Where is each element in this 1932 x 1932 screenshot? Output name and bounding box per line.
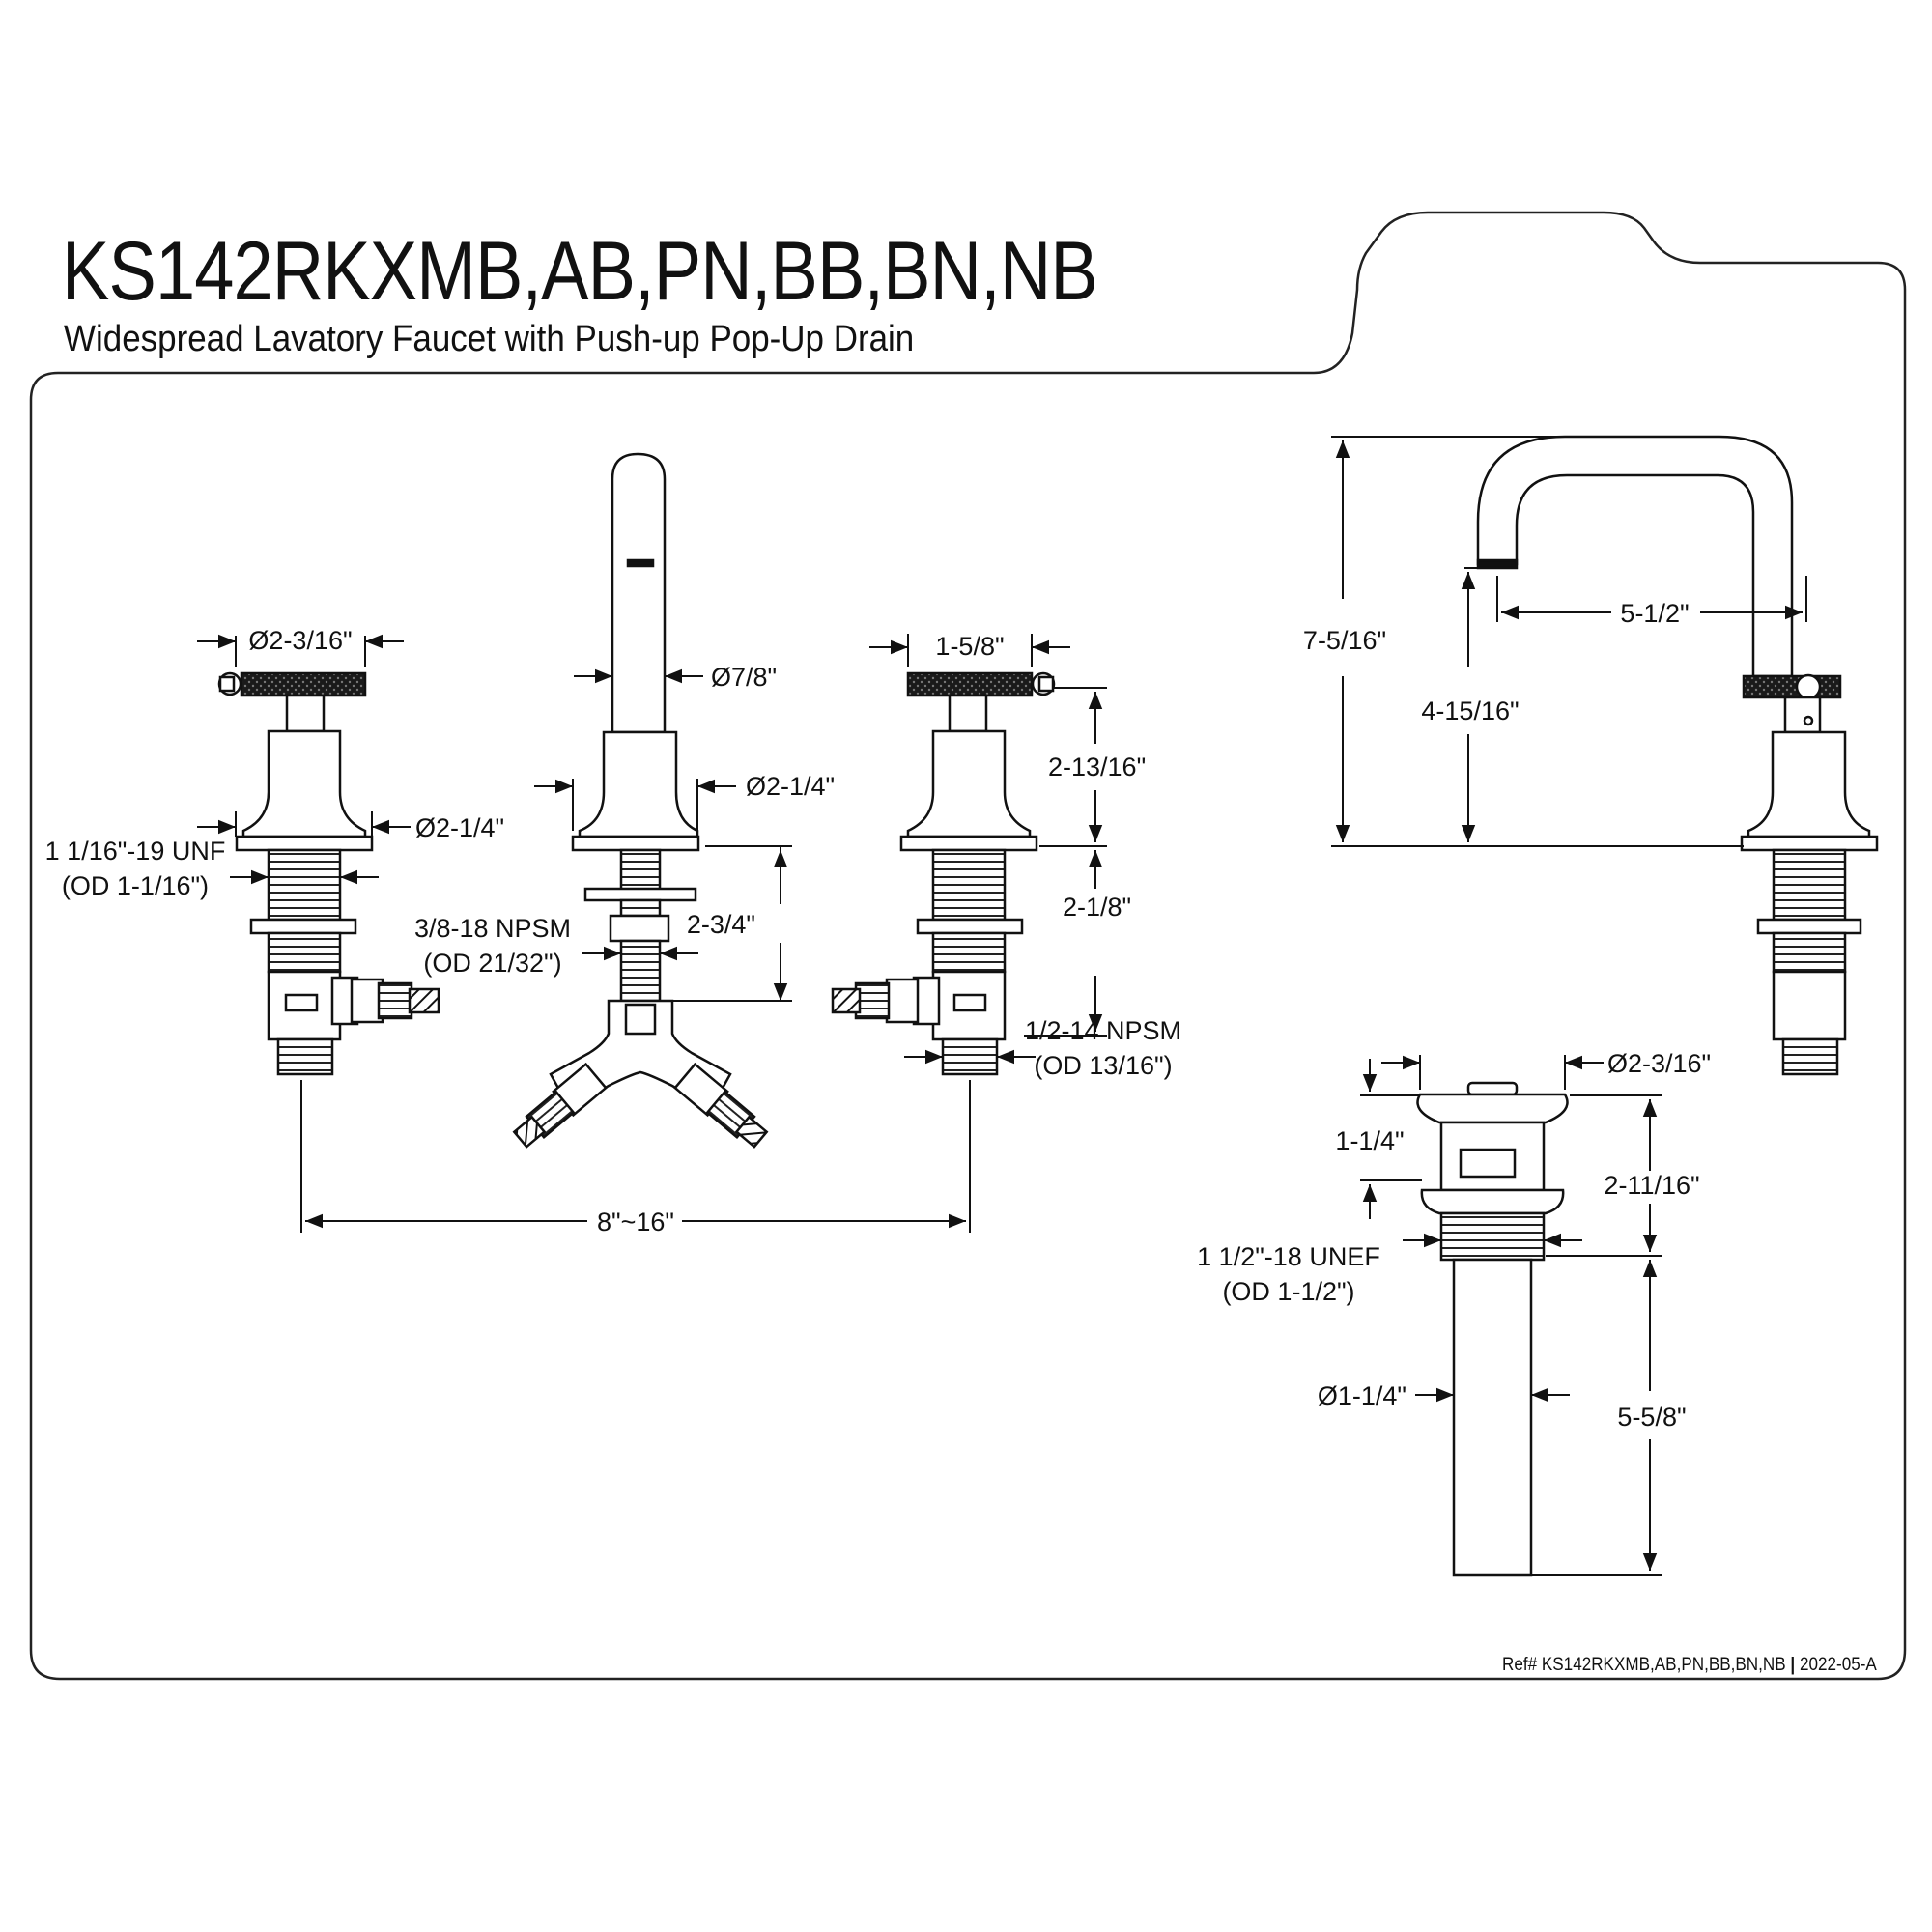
dim-left-thread-od: (OD 1-1/16") bbox=[62, 871, 209, 900]
dim-left-flange-dia: Ø2-1/4" bbox=[415, 813, 504, 842]
dim-drain-thread-od: (OD 1-1/2") bbox=[1222, 1277, 1354, 1306]
dim-right-height-shank: 2-1/8" bbox=[1063, 893, 1131, 922]
reference-separator: | bbox=[1790, 1655, 1796, 1675]
dim-right-handle-len: 1-5/8" bbox=[935, 632, 1004, 661]
dim-spout-base-dia: Ø2-1/4" bbox=[746, 772, 835, 801]
dim-drain-top-dia: Ø2-3/16" bbox=[1607, 1049, 1711, 1078]
left-valve bbox=[217, 671, 440, 1076]
dim-drain-tail-len: 5-5/8" bbox=[1617, 1403, 1686, 1432]
dim-right-height-top: 2-13/16" bbox=[1048, 753, 1146, 781]
reference-number: Ref# KS142RKXMB,AB,PN,BB,BN,NB bbox=[1502, 1655, 1786, 1675]
dim-left-handle-dia: Ø2-3/16" bbox=[248, 626, 352, 655]
right-valve bbox=[831, 671, 1056, 1076]
dim-right-thread-spec: 1/2-14 NPSM bbox=[1025, 1016, 1181, 1045]
dim-drain-height: 2-11/16" bbox=[1604, 1171, 1699, 1200]
dim-side-spout-height: 4-15/16" bbox=[1421, 696, 1519, 725]
spout-body bbox=[512, 452, 769, 1149]
dim-side-total-height: 7-5/16" bbox=[1303, 626, 1386, 655]
sheet-frame bbox=[29, 211, 1907, 1681]
dim-right-thread-od: (OD 13/16") bbox=[1034, 1051, 1172, 1080]
dim-drain-thread-spec: 1 1/2"-18 UNEF bbox=[1197, 1242, 1380, 1271]
dimension-lines bbox=[197, 436, 1807, 1576]
revision-code: 2022-05-A bbox=[1799, 1655, 1877, 1675]
dim-side-reach: 5-1/2" bbox=[1620, 599, 1689, 628]
model-title: KS142RKXMB,AB,PN,BB,BN,NB bbox=[62, 225, 1098, 318]
product-subtitle: Widespread Lavatory Faucet with Push-up … bbox=[64, 319, 915, 359]
pop-up-drain bbox=[1416, 1081, 1569, 1577]
dim-drain-top-height: 1-1/4" bbox=[1335, 1126, 1404, 1155]
reference-footer: Ref# KS142RKXMB,AB,PN,BB,BN,NB | 2022-05… bbox=[1502, 1655, 1877, 1676]
dim-spout-dia: Ø7/8" bbox=[711, 663, 777, 692]
dim-drain-tail-dia: Ø1-1/4" bbox=[1318, 1381, 1406, 1410]
side-view-faucet bbox=[1476, 435, 1879, 1076]
dim-left-thread-spec: 1 1/16"-19 UNF bbox=[45, 837, 226, 866]
dim-spout-thread-od: (OD 21/32") bbox=[423, 949, 561, 978]
dim-spout-thread-spec: 3/8-18 NPSM bbox=[414, 914, 571, 943]
dim-spout-shank: 2-3/4" bbox=[687, 910, 755, 939]
dim-spread: 8"~16" bbox=[597, 1208, 674, 1236]
